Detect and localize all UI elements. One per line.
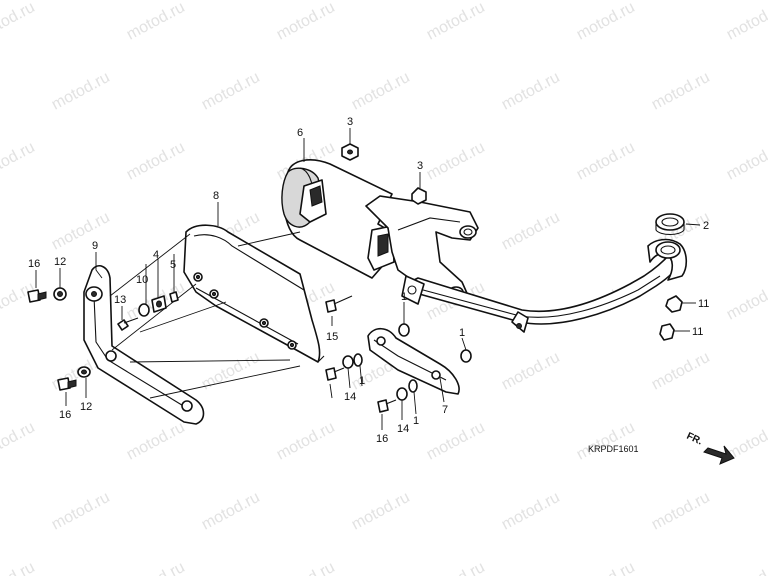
- front-label: FR.: [685, 431, 704, 448]
- watermark-text: motod.ru: [274, 419, 338, 464]
- callout-1: 1: [459, 327, 465, 339]
- watermark-text: motod.ru: [274, 559, 338, 576]
- callout-8: 8: [213, 190, 219, 202]
- callout-14: 14: [344, 391, 356, 403]
- watermark-text: motod.ru: [724, 559, 768, 576]
- callout-3: 3: [417, 160, 423, 172]
- watermark-text: motod.ru: [0, 139, 38, 184]
- callout-14: 14: [397, 423, 409, 435]
- callout-1: 1: [413, 415, 419, 427]
- watermark-text: motod.ru: [499, 349, 563, 394]
- watermark-text: motod.ru: [724, 279, 768, 324]
- watermark-text: motod.ru: [199, 349, 263, 394]
- watermark-text: motod.ru: [499, 209, 563, 254]
- fastener-hardware: [27, 143, 685, 413]
- callout-15: 15: [326, 331, 338, 343]
- watermark-text: motod.ru: [49, 69, 113, 114]
- callout-12: 12: [54, 256, 66, 268]
- callout-5: 5: [170, 259, 176, 271]
- muffler-stay-right: [367, 327, 460, 395]
- watermark-text: motod.ru: [574, 559, 638, 576]
- watermark-text: motod.ru: [649, 349, 713, 394]
- diagram-code: KRPDF1601: [588, 444, 639, 454]
- muffler-stay-left: [83, 265, 205, 425]
- watermark-text: motod.ru: [424, 0, 488, 44]
- watermark-text: motod.ru: [0, 419, 38, 464]
- watermark-text: motod.ru: [124, 139, 188, 184]
- muffler-body: [281, 159, 406, 279]
- callout-9: 9: [92, 240, 98, 252]
- watermark-text: motod.ru: [0, 559, 38, 576]
- callout-11: 11: [698, 298, 709, 310]
- exhaust-pipe: [401, 238, 688, 333]
- callout-leaders: [35, 128, 701, 430]
- watermark-text: motod.ru: [499, 489, 563, 534]
- callout-1: 1: [401, 291, 407, 303]
- watermark-text: motod.ru: [574, 0, 638, 44]
- muffler-mount-bracket: [365, 195, 479, 305]
- callout-13: 13: [114, 294, 126, 306]
- watermark-text: motod.ru: [124, 559, 188, 576]
- connection-lines: [109, 231, 301, 399]
- callout-12: 12: [80, 401, 92, 413]
- callout-1: 1: [359, 375, 365, 387]
- callout-10: 10: [136, 274, 148, 286]
- watermark-text: motod.ru: [424, 419, 488, 464]
- watermark-text: motod.ru: [574, 139, 638, 184]
- watermark-text: motod.ru: [424, 139, 488, 184]
- watermark-text: motod.ru: [724, 0, 768, 44]
- watermark-text: motod.ru: [649, 69, 713, 114]
- watermark-text: motod.ru: [49, 489, 113, 534]
- watermark-text: motod.ru: [499, 69, 563, 114]
- watermark-text: motod.ru: [49, 209, 113, 254]
- watermark-text: motod.ru: [199, 489, 263, 534]
- watermark-text: motod.ru: [349, 489, 413, 534]
- watermark-text: motod.ru: [649, 489, 713, 534]
- watermark-text: motod.ru: [724, 139, 768, 184]
- watermark-text: motod.ru: [274, 0, 338, 44]
- callout-16: 16: [376, 433, 388, 445]
- watermark-text: motod.ru: [574, 419, 638, 464]
- callout-7: 7: [442, 404, 448, 416]
- watermark-text: motod.ru: [424, 559, 488, 576]
- watermark-text: motod.ru: [349, 69, 413, 114]
- callout-6: 6: [297, 127, 303, 139]
- watermark-text: motod.ru: [199, 69, 263, 114]
- watermark-text: motod.ru: [0, 0, 38, 44]
- callout-3: 3: [347, 116, 353, 128]
- callout-4: 4: [153, 249, 159, 261]
- muffler-protector: [183, 224, 325, 363]
- callout-16: 16: [59, 409, 71, 421]
- callout-16: 16: [28, 258, 40, 270]
- callout-11: 11: [692, 326, 703, 338]
- watermark-text: motod.ru: [124, 419, 188, 464]
- callout-labels: 1 1 1 1 2 3 3 4 5 6 7 8 9 10 11 11 12 12…: [28, 116, 709, 445]
- callout-2: 2: [703, 220, 709, 232]
- watermark-text: motod.ru: [124, 0, 188, 44]
